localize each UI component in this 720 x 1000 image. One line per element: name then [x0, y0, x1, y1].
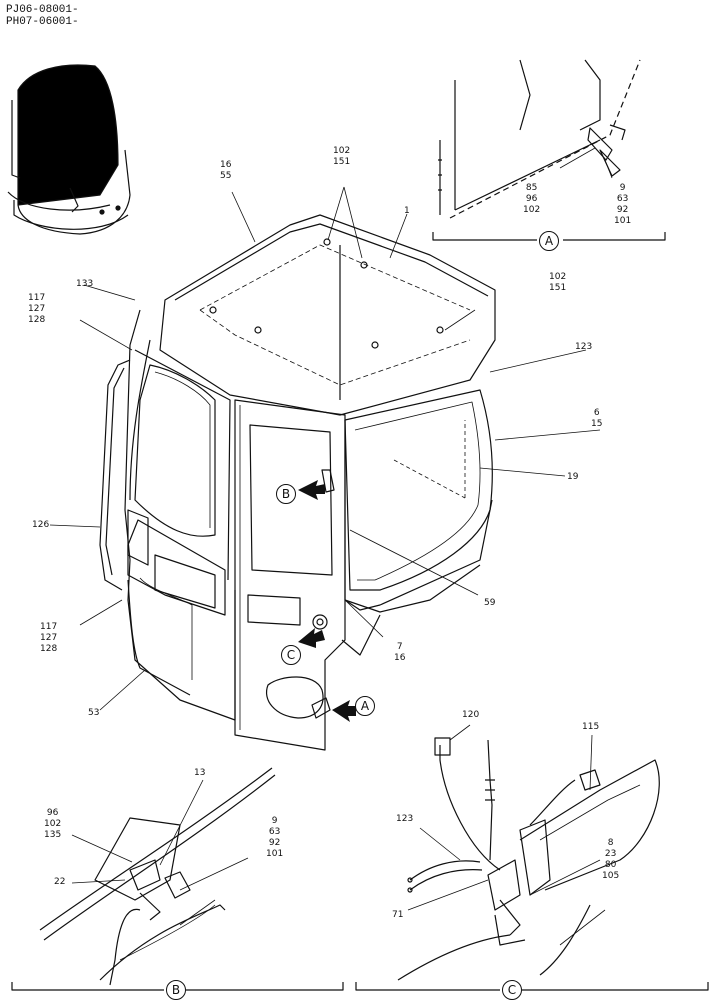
- detail-a-frame-left: [432, 232, 537, 241]
- callout-b: B: [276, 484, 296, 504]
- label-117-127-128-top: 117 127 128: [28, 293, 46, 325]
- detail-b-label-9-63-92-101: 9 63 92 101: [266, 816, 284, 859]
- leader-lines-main: [49, 186, 601, 711]
- label-19: 19: [567, 472, 579, 482]
- machine-thumbnail: [7, 64, 131, 235]
- detail-a-label-85-96-102: 85 96 102: [523, 183, 541, 215]
- label-16-55: 16 55: [220, 160, 232, 181]
- detail-b-drawing: [39, 767, 276, 986]
- callout-c: C: [281, 645, 301, 665]
- detail-c-label-8-23-80-105: 8 23 80 105: [602, 838, 620, 881]
- model-reference-line1: PJ06-08001-: [6, 4, 79, 16]
- label-7-16: 7 16: [394, 642, 406, 663]
- label-1: 1: [404, 206, 410, 216]
- label-117-127-128-bottom: 117 127 128: [40, 622, 58, 654]
- label-133: 133: [76, 279, 94, 289]
- detail-a-label-9-63-92-101: 9 63 92 101: [614, 183, 632, 226]
- detail-c-label-123: 123: [396, 814, 414, 824]
- detail-c-frame-left: [355, 982, 500, 991]
- detail-a-frame-right: [563, 232, 666, 241]
- label-53: 53: [88, 708, 100, 718]
- detail-b-label-96-102-135: 96 102 135: [44, 808, 62, 840]
- detail-c-frame-right: [522, 982, 709, 991]
- label-6-15: 6 15: [591, 408, 603, 429]
- detail-a-title: A: [539, 231, 559, 251]
- callout-a: A: [355, 696, 375, 716]
- leader-lines-b: [71, 779, 249, 891]
- detail-c-label-120: 120: [462, 710, 480, 720]
- callout-arrows: [298, 480, 356, 722]
- detail-b-frame-right: [186, 982, 344, 991]
- detail-c-label-115: 115: [582, 722, 600, 732]
- detail-b-frame-left: [11, 982, 164, 991]
- label-102-151-top: 102 151: [333, 146, 351, 167]
- label-126: 126: [32, 520, 50, 530]
- detail-b-label-13: 13: [194, 768, 206, 778]
- detail-a-drawing: [438, 59, 641, 219]
- detail-b-label-22: 22: [54, 877, 66, 887]
- detail-c-label-71: 71: [392, 910, 404, 920]
- cab-body: [99, 214, 496, 751]
- label-59: 59: [484, 598, 496, 608]
- detail-c-drawing: [397, 737, 660, 981]
- model-reference-line2: PH07-06001-: [6, 16, 79, 28]
- label-102-151-right: 102 151: [549, 272, 567, 293]
- detail-c-title: C: [502, 980, 522, 1000]
- label-123: 123: [575, 342, 593, 352]
- detail-b-title: B: [166, 980, 186, 1000]
- leader-lines-c: [407, 724, 601, 911]
- model-reference: PJ06-08001- PH07-06001-: [6, 4, 79, 28]
